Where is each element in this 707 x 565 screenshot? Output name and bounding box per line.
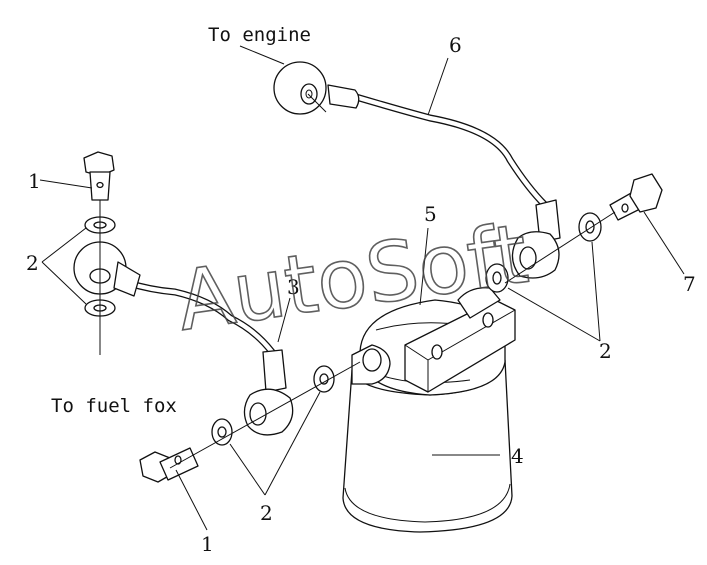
fuel-pipe-6 bbox=[327, 84, 561, 243]
callout-bolt-left-top: 1 bbox=[28, 169, 41, 193]
note-to-fuel-box: To fuel fox bbox=[51, 395, 177, 417]
callout-pipe-6: 6 bbox=[449, 33, 462, 57]
callout-pipe-3: 3 bbox=[287, 275, 300, 299]
washers-bottom bbox=[211, 365, 335, 446]
banjo-fitting-engine bbox=[273, 61, 327, 115]
washers-right bbox=[485, 212, 602, 293]
callout-washers-right: 2 bbox=[599, 339, 612, 363]
callout-washers-bottom: 2 bbox=[260, 501, 273, 525]
callout-bracket-5: 5 bbox=[424, 202, 437, 226]
fuel-pipe-3 bbox=[121, 278, 287, 393]
callout-filter-4: 4 bbox=[511, 444, 524, 468]
leader-lines bbox=[39, 45, 685, 531]
mounting-bracket bbox=[404, 287, 516, 393]
banjo-bolt-1-top bbox=[83, 151, 115, 201]
banjo-fitting-right bbox=[511, 231, 560, 279]
callout-bolt-7: 7 bbox=[683, 272, 696, 296]
assembly-axis-lines bbox=[99, 93, 616, 469]
callout-washers-left: 2 bbox=[26, 251, 39, 275]
filter-inlet-boss bbox=[351, 344, 391, 385]
banjo-fitting-bottom bbox=[243, 388, 294, 436]
callout-bolt-bottom: 1 bbox=[201, 532, 214, 556]
note-to-engine: To engine bbox=[208, 24, 311, 46]
banjo-bolt-7 bbox=[609, 173, 663, 221]
banjo-bolt-1-bottom bbox=[139, 447, 199, 483]
banjo-fitting-left-upper bbox=[73, 241, 141, 297]
